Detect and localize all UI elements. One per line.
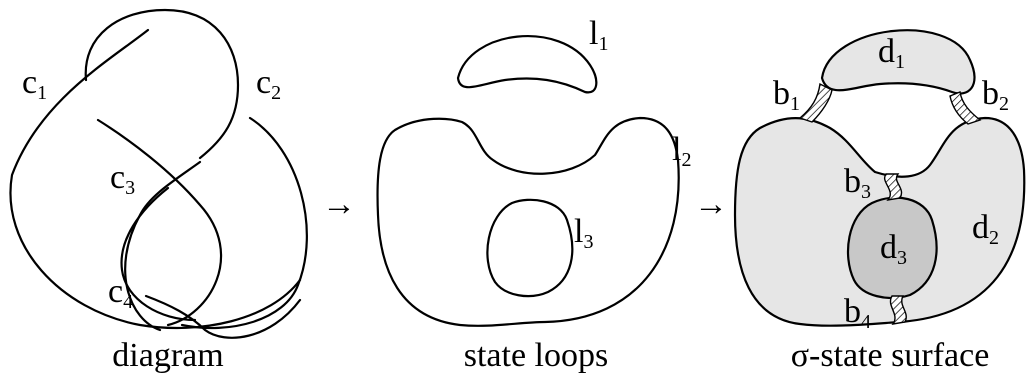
crossing-label-c2: c2	[256, 64, 281, 104]
caption-state-loops: state loops	[464, 337, 608, 374]
crossing-label-c3: c3	[110, 159, 135, 199]
loop-l3	[486, 198, 574, 298]
band-b3	[883, 173, 903, 201]
disc-label-d1: d1	[878, 33, 905, 73]
loop-label-l2: l2	[672, 131, 691, 171]
crossing-label-c4: c4	[108, 273, 133, 313]
knot-strand-diagonal-b	[124, 160, 202, 332]
knot-strand-bottom	[144, 294, 302, 339]
knot-diagram	[9, 8, 308, 339]
crossing-label-c1: c1	[22, 64, 47, 104]
state-surface	[733, 29, 1026, 327]
band-b4	[889, 295, 907, 325]
knot-strand-diagonal-a	[96, 118, 223, 327]
knot-strand-top	[84, 8, 240, 160]
knot-strand-inner	[120, 186, 197, 322]
knot-strand-left-outer	[9, 28, 302, 330]
band-label-b4: b4	[844, 293, 871, 333]
disc-d3	[846, 196, 938, 299]
arrow-2: →	[694, 186, 728, 223]
loop-l2	[376, 116, 680, 327]
loop-label-l1: l1	[589, 15, 608, 55]
disc-label-d2: d2	[972, 209, 999, 249]
band-b1	[798, 82, 833, 123]
loop-label-l3: l3	[574, 213, 593, 253]
band-b2	[949, 91, 982, 125]
loop-l1	[456, 35, 598, 94]
disc-d1	[820, 29, 976, 95]
state-loops	[376, 35, 680, 327]
band-label-b3: b3	[844, 163, 871, 203]
caption-diagram: diagram	[112, 337, 223, 374]
caption-surface: σ-state surface	[791, 337, 990, 374]
band-label-b1: b1	[773, 75, 800, 115]
knot-strand-right-outer	[180, 116, 308, 330]
band-label-b2: b2	[982, 75, 1009, 115]
disc-label-d3: d3	[880, 229, 907, 269]
arrow-1: →	[322, 186, 356, 223]
